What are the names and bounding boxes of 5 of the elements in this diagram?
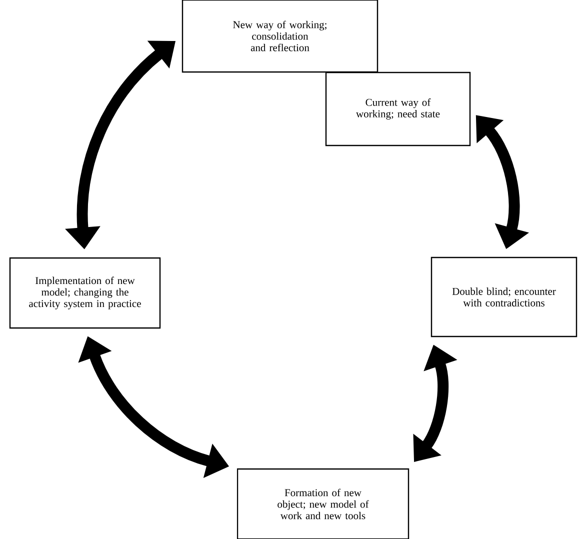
- process-box: New way of working; consolidation and reflection: [182, 0, 378, 73]
- process-box: Implementation of new model; changing the activity system in practice: [9, 257, 161, 329]
- process-box: Formation of new object; new model of work and new tools: [236, 468, 410, 539]
- process-box: Double blind; encounter with contradictions: [430, 256, 578, 338]
- process-box: Current way of working; need state: [325, 72, 471, 146]
